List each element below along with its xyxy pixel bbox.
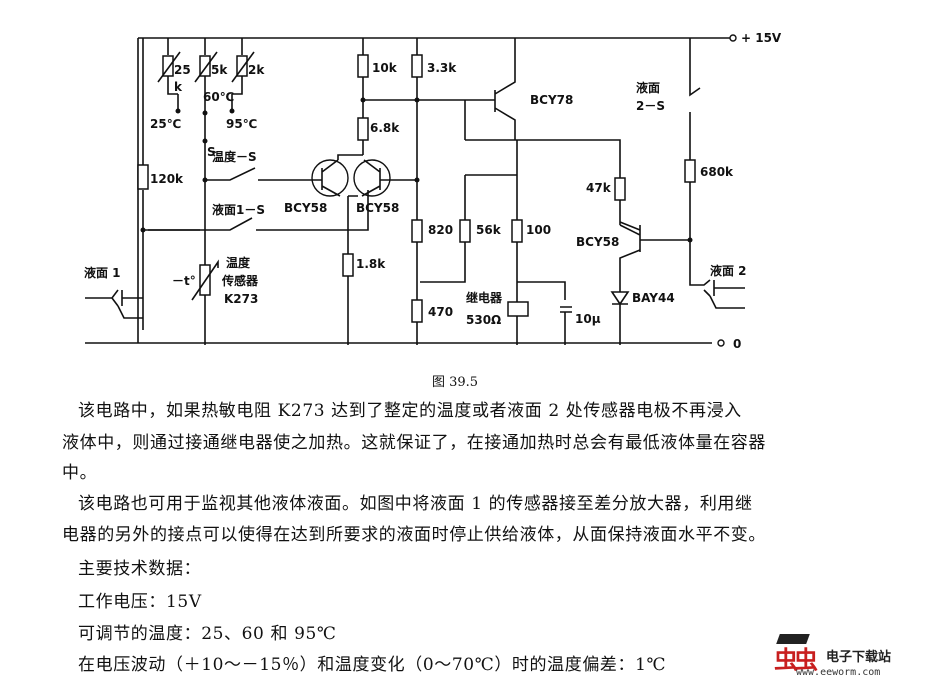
label-sensor-c: K273 (224, 292, 258, 306)
label-bcy78: BCY78 (530, 93, 573, 107)
label-10k: 10k (372, 61, 398, 75)
label-25c: 25℃ (150, 117, 181, 131)
label-60c: 60℃ (203, 90, 234, 104)
label-3-3k: 3.3k (427, 61, 457, 75)
trimmer-network (137, 38, 255, 345)
label-relay-b: 530Ω (466, 313, 501, 327)
label-relay-a: 继电器 (466, 290, 503, 305)
label-sensor-b: 传感器 (221, 273, 259, 288)
driver-stage (411, 38, 621, 345)
label-680k: 680k (700, 165, 734, 179)
label-bcy58-c: BCY58 (576, 235, 619, 249)
watermark-logo: 虫虫 (774, 646, 818, 674)
label-level1-switch: 液面1－S (212, 202, 265, 217)
figure-caption: 图 39.5 (432, 375, 479, 390)
watermark-name: 电子下载站 (826, 650, 892, 665)
label-bcy58-a: BCY58 (284, 201, 327, 215)
label-bay44: BAY44 (632, 291, 675, 305)
paragraph-1-line-2: 液体中，则通过接通继电器使之加热。这就保证了，在接通加热时总会有最低液体量在容器 (62, 433, 766, 453)
label-56k: 56k (476, 223, 502, 237)
label-120k: 120k (150, 172, 184, 186)
label-470: 470 (428, 305, 453, 319)
level2-stage (610, 38, 745, 345)
paragraph-2-line-1: 该电路也可用于监视其他液体液面。如图中将液面 1 的传感器接至差分放大器，利用继 (78, 494, 753, 514)
label-temp-switch: 温度－S (212, 149, 257, 164)
paragraph-2-line-2: 电器的另外的接点可以使得在达到所要求的液面时停止供给液体，从面保持液面水平不变。 (62, 525, 766, 545)
label-level2s-b: 2－S (636, 99, 665, 113)
label-5k: 5k (211, 63, 228, 77)
label-820: 820 (428, 223, 453, 237)
label-bcy58-b: BCY58 (356, 201, 399, 215)
label-100: 100 (526, 223, 551, 237)
label-thermistor-t: －t° (172, 274, 196, 288)
specs-title: 主要技术数据： (78, 559, 202, 579)
watermark-url: www.eeworm.com (796, 667, 881, 678)
label-95c: 95℃ (226, 117, 257, 131)
label-level2s-a: 液面 (636, 80, 660, 95)
label-47k: 47k (586, 181, 612, 195)
sensor-network (85, 259, 219, 319)
circuit-schematic: + 15V 0 25 k 5k 2k 60℃ 25℃ 95℃ S 温度－S 12… (84, 31, 782, 351)
input-network (137, 38, 369, 330)
spec-temperatures: 可调节的温度：25、60 和 95℃ (78, 624, 337, 644)
spec-voltage: 工作电压：15V (78, 592, 202, 612)
watermark: 虫虫 电子下载站 www.eeworm.com (772, 634, 922, 682)
label-25k-b: k (174, 80, 183, 94)
supply-label: + 15V (741, 31, 782, 45)
label-level2: 液面 2 (710, 263, 747, 278)
paragraph-1-line-1: 该电路中，如果热敏电阻 K273 达到了整定的温度或者液面 2 处传感器电极不再… (78, 401, 742, 421)
label-level1: 液面 1 (84, 265, 121, 280)
label-1-8k: 1.8k (356, 257, 386, 271)
power-rails (85, 34, 737, 347)
label-sensor-a: 温度 (226, 255, 251, 270)
paragraph-1-line-3: 中。 (62, 463, 98, 483)
label-25k-a: 25 (174, 63, 191, 77)
label-switch-s: S (207, 145, 216, 159)
spec-deviation: 在电压波动（＋10～－15％）和温度变化（0～70℃）时的温度偏差：1℃ (78, 655, 667, 675)
differential-pair (310, 38, 417, 345)
label-6-8k: 6.8k (370, 121, 400, 135)
label-10u: 10μ (575, 312, 601, 326)
ground-label: 0 (733, 337, 741, 351)
label-2k: 2k (248, 63, 265, 77)
